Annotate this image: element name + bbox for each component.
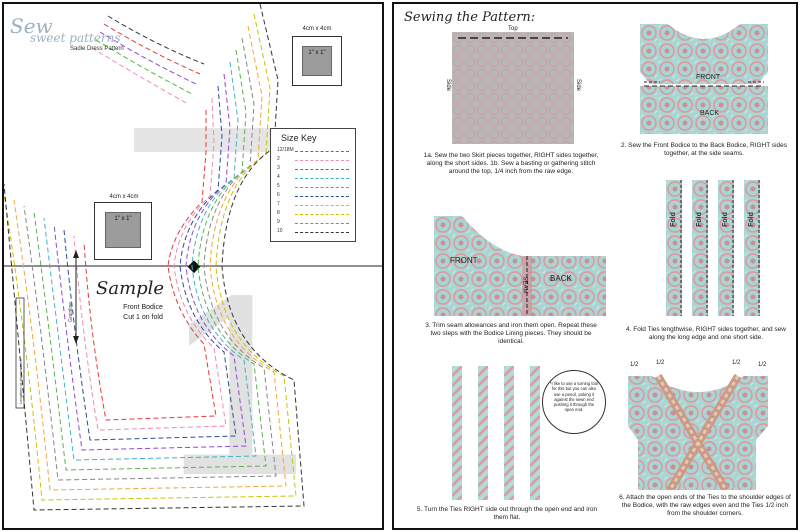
size-key-row: 12/18M [277, 147, 349, 156]
seam-back-label: BACK [550, 274, 572, 283]
size-key-line [295, 214, 349, 215]
lengthen-label: Lengthen or shorten here [18, 359, 23, 404]
fold-label: Fold [669, 212, 677, 227]
bodice-seam-illustration [434, 216, 606, 316]
square-top-caption: 4cm x 4cm [302, 26, 332, 32]
test-square-top-label: 1" x 1" [308, 50, 326, 56]
size-key: Size Key 12/18M 2 3 4 5 6 7 8 9 10 [270, 128, 356, 242]
size-key-row: 2 [277, 156, 349, 165]
tie-folded-2 [692, 180, 708, 316]
size-key-line [295, 178, 349, 179]
skirt-side-left-label: Side [445, 78, 452, 92]
skirt-illustration [452, 32, 574, 144]
size-key-size: 3 [277, 165, 280, 171]
size-key-line [295, 232, 349, 233]
test-square-top-inner: 1" x 1" [302, 46, 332, 76]
size-key-size: 5 [277, 183, 280, 189]
instructions-page: Sewing the Pattern: Top Side Side 1a. Se… [392, 2, 798, 530]
fold-label: Fold [747, 212, 755, 227]
test-square-top: 1" x 1" [292, 36, 342, 86]
size-key-row: 10 [277, 228, 349, 237]
seam-label: SEAM [521, 276, 528, 294]
size-key-size: 7 [277, 201, 280, 207]
step5-caption: 5. Turn the Ties RIGHT side out through … [416, 506, 598, 522]
size-key-title: Size Key [281, 133, 317, 143]
size-key-line [295, 187, 349, 188]
size-key-size: 12/18M [277, 147, 294, 153]
turning-tool-note: *I like to use a turning tool for this b… [542, 370, 606, 434]
skirt-top-label: Top [508, 26, 518, 32]
seam-front-label: FRONT [450, 256, 478, 265]
tie-turned-2 [478, 366, 488, 500]
square-left-caption: 4cm x 4cm [109, 194, 139, 200]
size-key-size: 4 [277, 174, 280, 180]
sample-piece-name: Front Bodice [123, 304, 163, 311]
tie-turned-3 [504, 366, 514, 500]
tie-turned-1 [452, 366, 462, 500]
size-key-size: 10 [277, 228, 283, 234]
grainline-label: Grainline [68, 301, 74, 322]
bodice-front-label: FRONT [696, 74, 721, 81]
test-square-left: 1" x 1" [94, 202, 152, 260]
bodice-ties-illustration [628, 368, 768, 490]
tie-turned-4 [530, 366, 540, 500]
test-square-left-inner: 1" x 1" [105, 212, 141, 248]
size-key-line [295, 223, 349, 224]
tie-folded-1 [666, 180, 682, 316]
fold-label: Fold [721, 212, 729, 227]
size-key-row: 3 [277, 165, 349, 174]
size-key-row: 7 [277, 201, 349, 210]
step3-caption: 3. Trim seam allowances and iron them op… [425, 322, 597, 346]
size-key-line [295, 205, 349, 206]
size-key-line [295, 196, 349, 197]
size-key-line [295, 160, 349, 161]
step1-caption: 1a. Sew the two Skirt pieces together, R… [423, 152, 599, 176]
tie-folded-3 [718, 180, 734, 316]
half-inch-label: 1/2 [630, 362, 639, 368]
size-key-row: 8 [277, 210, 349, 219]
brand-logo: Sew sweet patterns [10, 16, 120, 44]
size-key-line [295, 169, 349, 170]
half-inch-label: 1/2 [656, 360, 665, 366]
size-key-row: 4 [277, 174, 349, 183]
skirt-side-right-label: Side [575, 78, 582, 92]
page-number-watermark: 1 [164, 240, 309, 530]
sample-cut-instruction: Cut 1 on fold [123, 314, 163, 321]
bodice-front-back-illustration [640, 24, 768, 134]
size-key-line [295, 151, 349, 152]
half-inch-label: 1/2 [732, 360, 741, 366]
size-key-row: 5 [277, 183, 349, 192]
tie-folded-4 [744, 180, 760, 316]
turning-tool-note-text: *I like to use a turning tool for this b… [549, 381, 599, 413]
step4-caption: 4. Fold Ties lengthwise, RIGHT sides tog… [626, 326, 786, 342]
size-key-size: 6 [277, 192, 280, 198]
logo-line1: Sew [10, 14, 53, 38]
section-title: Sewing the Pattern: [404, 10, 536, 25]
step2-caption: 2. Sew the Front Bodice to the Back Bodi… [620, 142, 788, 158]
bodice-back-label: BACK [700, 110, 720, 117]
size-key-row: 9 [277, 219, 349, 228]
sample-title: Sample [96, 278, 165, 299]
fold-label: Fold [695, 212, 703, 227]
pattern-title: Sadie Dress Pattern [70, 46, 124, 52]
size-key-size: 2 [277, 156, 280, 162]
size-key-row: 6 [277, 192, 349, 201]
logo-line2: sweet patterns [30, 31, 121, 45]
size-key-size: 9 [277, 219, 280, 225]
test-square-left-label: 1" x 1" [114, 216, 132, 222]
step6-caption: 6. Attach the open ends of the Ties to t… [619, 494, 791, 518]
size-key-size: 8 [277, 210, 280, 216]
half-inch-label: 1/2 [758, 362, 767, 368]
pattern-page: 1 Sew [2, 2, 384, 530]
